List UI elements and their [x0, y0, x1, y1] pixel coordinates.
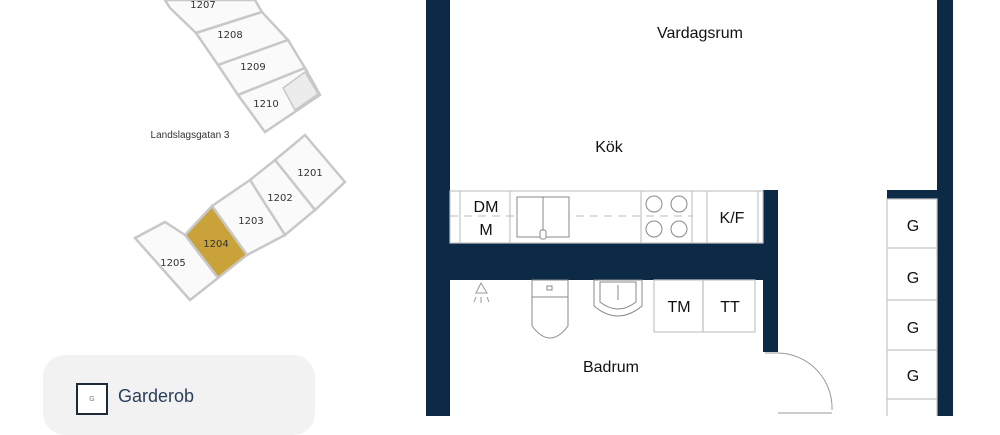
- unit-label-1202: 1202: [267, 193, 292, 204]
- unit-label-1209: 1209: [240, 62, 265, 73]
- dryer-label: TT: [720, 299, 740, 316]
- floor-plan-canvas: 1207 1208 1209 1210 Landslagsgatan 3 120…: [133, 0, 953, 416]
- site-map: 1207 1208 1209 1210 Landslagsgatan 3 120…: [133, 0, 347, 302]
- unit-label-1207: 1207: [190, 0, 215, 11]
- stove-icon: [645, 195, 688, 238]
- room-label-living: Vardagsrum: [657, 25, 743, 42]
- unit-1210-annex: [282, 70, 319, 112]
- unit-1205[interactable]: [133, 220, 220, 302]
- wardrobe-label: G: [907, 368, 919, 385]
- shower-icon: [473, 281, 490, 303]
- washbasin-icon: [593, 279, 643, 317]
- legend-label-wardrobe: Garderob: [118, 386, 195, 406]
- wardrobe-label: G: [907, 218, 919, 235]
- wardrobe: G G G G: [886, 198, 938, 416]
- unit-label-1201: 1201: [297, 168, 322, 179]
- sink-icon: [516, 196, 570, 240]
- room-label-bathroom: Badrum: [583, 359, 639, 376]
- room-label-kitchen: Kök: [595, 139, 624, 156]
- unit-label-1208: 1208: [217, 30, 242, 41]
- fridge-freezer-label: K/F: [720, 210, 745, 227]
- washer-label: TM: [667, 299, 690, 316]
- dishwasher-label-2: M: [479, 222, 492, 239]
- kitchen-counter: DM M K/F: [449, 190, 764, 244]
- legend-panel: G Garderob: [43, 355, 315, 435]
- bathroom-fixtures: TM TT: [473, 279, 756, 339]
- walls: [426, 0, 953, 416]
- unit-label-1205: 1205: [160, 258, 185, 269]
- door-icon[interactable]: [765, 352, 833, 414]
- street-label: Landslagsgatan 3: [151, 130, 230, 141]
- toilet-icon: [531, 279, 569, 339]
- dishwasher-label-1: DM: [474, 199, 499, 216]
- unit-label-1203: 1203: [238, 216, 263, 227]
- wardrobe-label: G: [907, 270, 919, 287]
- wardrobe-label: G: [907, 320, 919, 337]
- unit-label-1204: 1204: [203, 239, 228, 250]
- wardrobe-legend-icon: G: [76, 383, 108, 415]
- unit-label-1210: 1210: [253, 99, 278, 110]
